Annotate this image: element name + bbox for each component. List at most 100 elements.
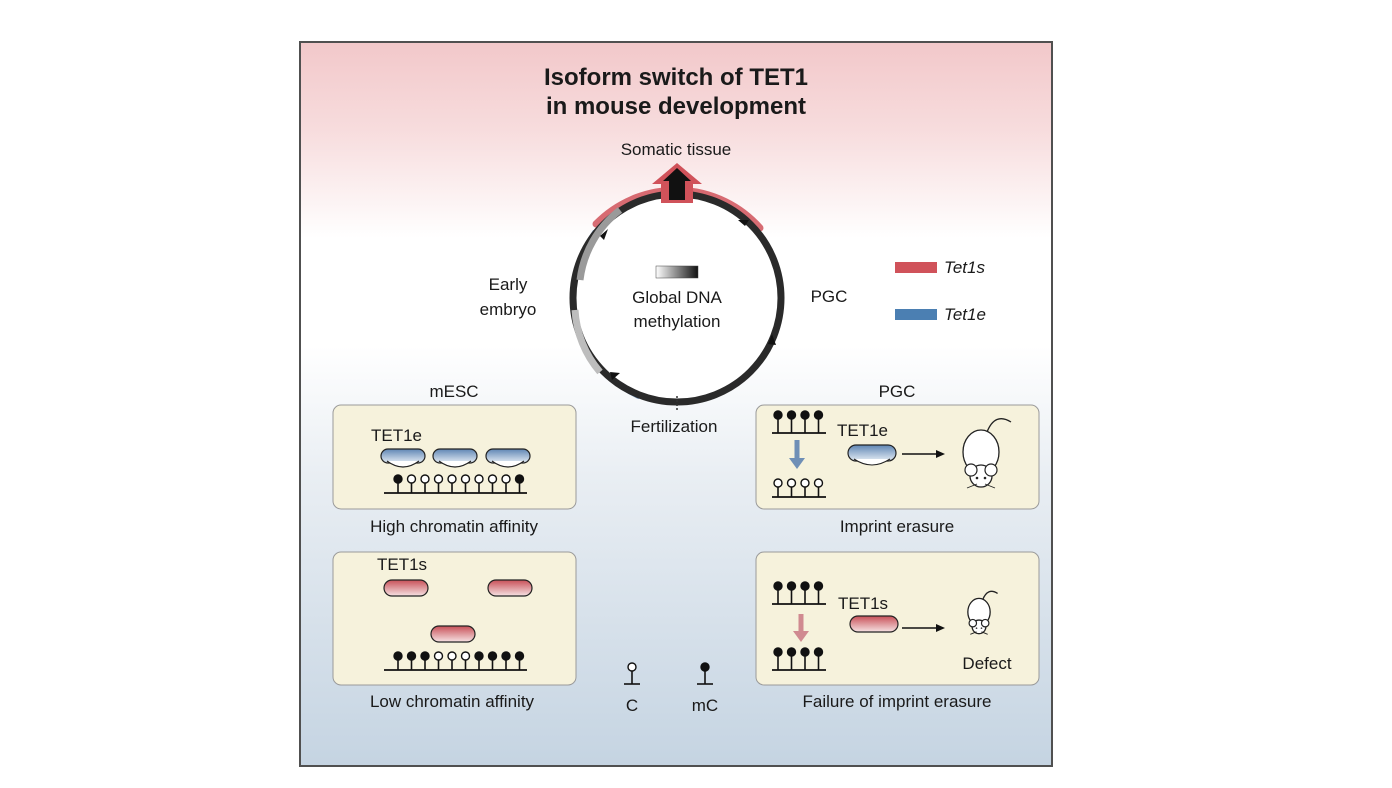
tet1s-protein (383, 579, 429, 597)
center-label-2: methylation (634, 312, 721, 331)
defect-mouse-icon-eye (975, 627, 978, 629)
mc-site-head (786, 647, 797, 657)
center-label-1: Global DNA (632, 288, 722, 307)
c-site-head (786, 478, 797, 488)
cxxc-domain (853, 458, 891, 466)
mesc-bottom-caption: Low chromatin affinity (370, 692, 535, 711)
somatic-exit-arrow (663, 168, 691, 200)
label-early-embryo-1: Early (489, 275, 528, 294)
legend-label-tet1e: Tet1e (944, 305, 986, 324)
pgc-bottom-caption: Failure of imprint erasure (803, 692, 992, 711)
mc-site-head (800, 581, 810, 591)
legend-label-tet1s: Tet1s (944, 258, 985, 277)
mesc-tet1e-label: TET1e (371, 426, 422, 445)
defect-mouse-icon-ear (968, 618, 978, 628)
mc-site-head (514, 474, 525, 484)
mc-site-head (487, 651, 498, 661)
mc-site-head (393, 474, 403, 484)
defect-mouse-icon-ear (980, 618, 990, 628)
defect-mouse-icon-eye (980, 627, 983, 629)
c-site-head (406, 474, 417, 484)
mc-site-head (501, 651, 511, 661)
healthy-mouse-icon-tail (986, 418, 1012, 433)
cxxc-domain (491, 460, 525, 468)
mc-site-head (786, 410, 797, 420)
pgc-defect-label: Defect (962, 654, 1011, 673)
key-label-mc: mC (692, 696, 718, 715)
c-site-head (800, 478, 810, 488)
panel-pgc-tet1e (755, 404, 1040, 510)
mc-site-head (474, 651, 484, 661)
c-site-head (460, 474, 471, 484)
title-line-2: in mouse development (546, 93, 806, 120)
mesc-top-caption: High chromatin affinity (370, 517, 538, 536)
mc-site-head (800, 647, 810, 657)
mesc-tet1s-label: TET1s (377, 555, 427, 574)
label-pgc-cycle: PGC (811, 287, 848, 306)
mc-site-head (800, 410, 810, 420)
c-site-head (447, 651, 457, 661)
ring-arrowhead (768, 334, 776, 345)
cxxc-domain (386, 460, 420, 468)
legend-swatch-tet1e (895, 309, 937, 320)
label-early-embryo-2: embryo (480, 300, 537, 319)
defect-mouse-icon-whisker (970, 631, 977, 635)
c-site-head (433, 474, 444, 484)
tet1e-protein (847, 444, 897, 462)
pgc-top-caption: Imprint erasure (840, 517, 954, 536)
mc-site-head (773, 410, 783, 420)
c-site-head (501, 474, 511, 484)
pgc-tet1s-label: TET1s (838, 594, 888, 613)
tet1s-protein (430, 625, 476, 643)
healthy-mouse-icon-ear (984, 463, 998, 477)
healthy-mouse-icon-ear (964, 463, 978, 477)
legend-swatch-tet1s (895, 262, 937, 273)
mc-site-head (514, 651, 525, 661)
methylation-gradient-bar (655, 265, 699, 279)
healthy-mouse-icon-eye (975, 476, 979, 480)
tet1s-protein (487, 579, 533, 597)
tet1s-protein (849, 615, 899, 633)
mc-site-head (813, 581, 824, 591)
mc-site-head (813, 647, 824, 657)
label-somatic-tissue: Somatic tissue (621, 140, 732, 159)
mc-site-head (420, 651, 430, 661)
pgc-down-arrows (789, 440, 809, 642)
label-fertilization: Fertilization (631, 417, 718, 436)
title-line-1: Isoform switch of TET1 (544, 64, 808, 91)
ring-arrowhead (610, 372, 620, 380)
panel-mesc-tet1s (332, 551, 577, 686)
c-site-head (447, 474, 457, 484)
dynamic-glyphs (380, 410, 1012, 685)
healthy-mouse-icon-whisker (966, 483, 978, 489)
mc-site-head (406, 651, 417, 661)
mc-site-head (393, 651, 403, 661)
cycle-ring-light-segment-2 (571, 309, 603, 375)
c-site-head (420, 474, 430, 484)
mc-site-head (786, 581, 797, 591)
mc-site-head (773, 581, 783, 591)
panel-pgc-tet1s (755, 551, 1040, 686)
defect-mouse-icon-tail (982, 590, 998, 600)
ring-arrowhead (738, 220, 749, 226)
c-site-head (487, 474, 498, 484)
c-site-head (627, 662, 637, 672)
mc-site-head (700, 662, 710, 672)
pgc-tet1e-label: TET1e (837, 421, 888, 440)
c-site-head (474, 474, 484, 484)
pgc-arrows (902, 450, 945, 632)
key-label-c: C (626, 696, 638, 715)
methylation-cycle (569, 163, 785, 410)
mc-site-head (773, 647, 783, 657)
c-site-head (433, 651, 444, 661)
header-mesc: mESC (429, 382, 478, 401)
defect-mouse-icon-whisker (981, 631, 988, 635)
cxxc-domain (438, 460, 472, 468)
c-site-head (813, 478, 824, 488)
cycle-ring-light-segment (576, 207, 623, 281)
c-site-head (773, 478, 783, 488)
mc-site-head (813, 410, 824, 420)
healthy-mouse-icon-whisker (984, 483, 996, 489)
healthy-mouse-icon-eye (983, 476, 987, 480)
